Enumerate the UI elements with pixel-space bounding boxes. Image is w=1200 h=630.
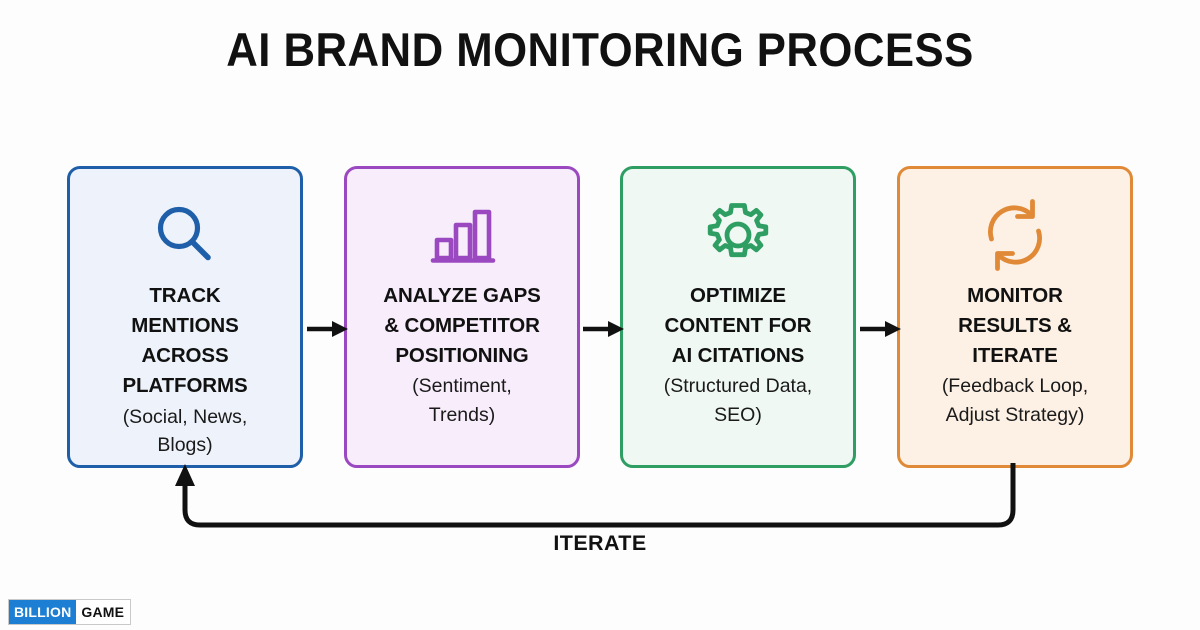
step-subtitle-line: Blogs) xyxy=(157,433,213,456)
process-step-card-1[interactable]: TRACK MENTIONS ACROSS PLATFORMS (Social,… xyxy=(67,166,303,468)
page-title: AI BRAND MONITORING PROCESS xyxy=(226,23,974,76)
process-flow: TRACK MENTIONS ACROSS PLATFORMS (Social,… xyxy=(67,166,1133,468)
step-subtitle-line: (Sentiment, xyxy=(412,375,512,398)
step-title-line: CONTENT FOR xyxy=(664,314,812,338)
process-step-text-3: OPTIMIZE CONTENT FOR AI CITATIONS (Struc… xyxy=(635,281,841,429)
step-subtitle-line: Adjust Strategy) xyxy=(945,403,1085,426)
connector-arrow-2-to-3 xyxy=(583,318,625,340)
step-title-line: OPTIMIZE xyxy=(689,284,786,307)
refresh-loop-icon xyxy=(978,195,1052,275)
iterate-loop-label: ITERATE xyxy=(553,531,647,555)
process-step-text-1: TRACK MENTIONS ACROSS PLATFORMS (Social,… xyxy=(82,281,288,459)
logo-text-game: GAME xyxy=(76,600,131,624)
bar-chart-icon xyxy=(425,195,499,275)
process-step-text-2: ANALYZE GAPS & COMPETITOR POSITIONING (S… xyxy=(359,281,565,429)
step-subtitle-line: (Social, News, xyxy=(122,405,248,428)
step-title-line: ITERATE xyxy=(972,344,1058,368)
step-subtitle-line: SEO) xyxy=(714,403,762,426)
connector-arrow-1-to-2 xyxy=(307,318,349,340)
step-title-line: ANALYZE GAPS xyxy=(383,284,541,307)
step-title-line: & COMPETITOR xyxy=(384,314,540,338)
step-title-line: AI CITATIONS xyxy=(671,344,805,368)
process-step-card-2[interactable]: ANALYZE GAPS & COMPETITOR POSITIONING (S… xyxy=(344,166,580,468)
gear-icon xyxy=(701,195,775,275)
step-title-line: POSITIONING xyxy=(395,344,529,368)
step-subtitle-line: Trends) xyxy=(428,403,496,426)
billion-game-logo[interactable]: BILLION GAME xyxy=(8,599,132,625)
step-title-line: TRACK xyxy=(149,284,221,307)
logo-text-billion: BILLION xyxy=(9,600,77,624)
process-step-card-4[interactable]: MONITOR RESULTS & ITERATE (Feedback Loop… xyxy=(897,166,1133,468)
step-subtitle-line: (Feedback Loop, xyxy=(941,375,1089,398)
magnifier-icon xyxy=(150,195,220,275)
step-subtitle-line: (Structured Data, xyxy=(663,375,813,398)
step-title-line: MENTIONS xyxy=(131,314,239,338)
process-step-card-3[interactable]: OPTIMIZE CONTENT FOR AI CITATIONS (Struc… xyxy=(620,166,856,468)
step-title-line: MONITOR xyxy=(967,284,1063,307)
step-title-line: ACROSS xyxy=(141,344,229,368)
process-step-text-4: MONITOR RESULTS & ITERATE (Feedback Loop… xyxy=(912,281,1118,429)
step-title-line: PLATFORMS xyxy=(122,374,248,398)
step-title-line: RESULTS & xyxy=(958,314,1072,338)
connector-arrow-3-to-4 xyxy=(860,318,902,340)
iterate-feedback-loop xyxy=(0,455,1200,565)
